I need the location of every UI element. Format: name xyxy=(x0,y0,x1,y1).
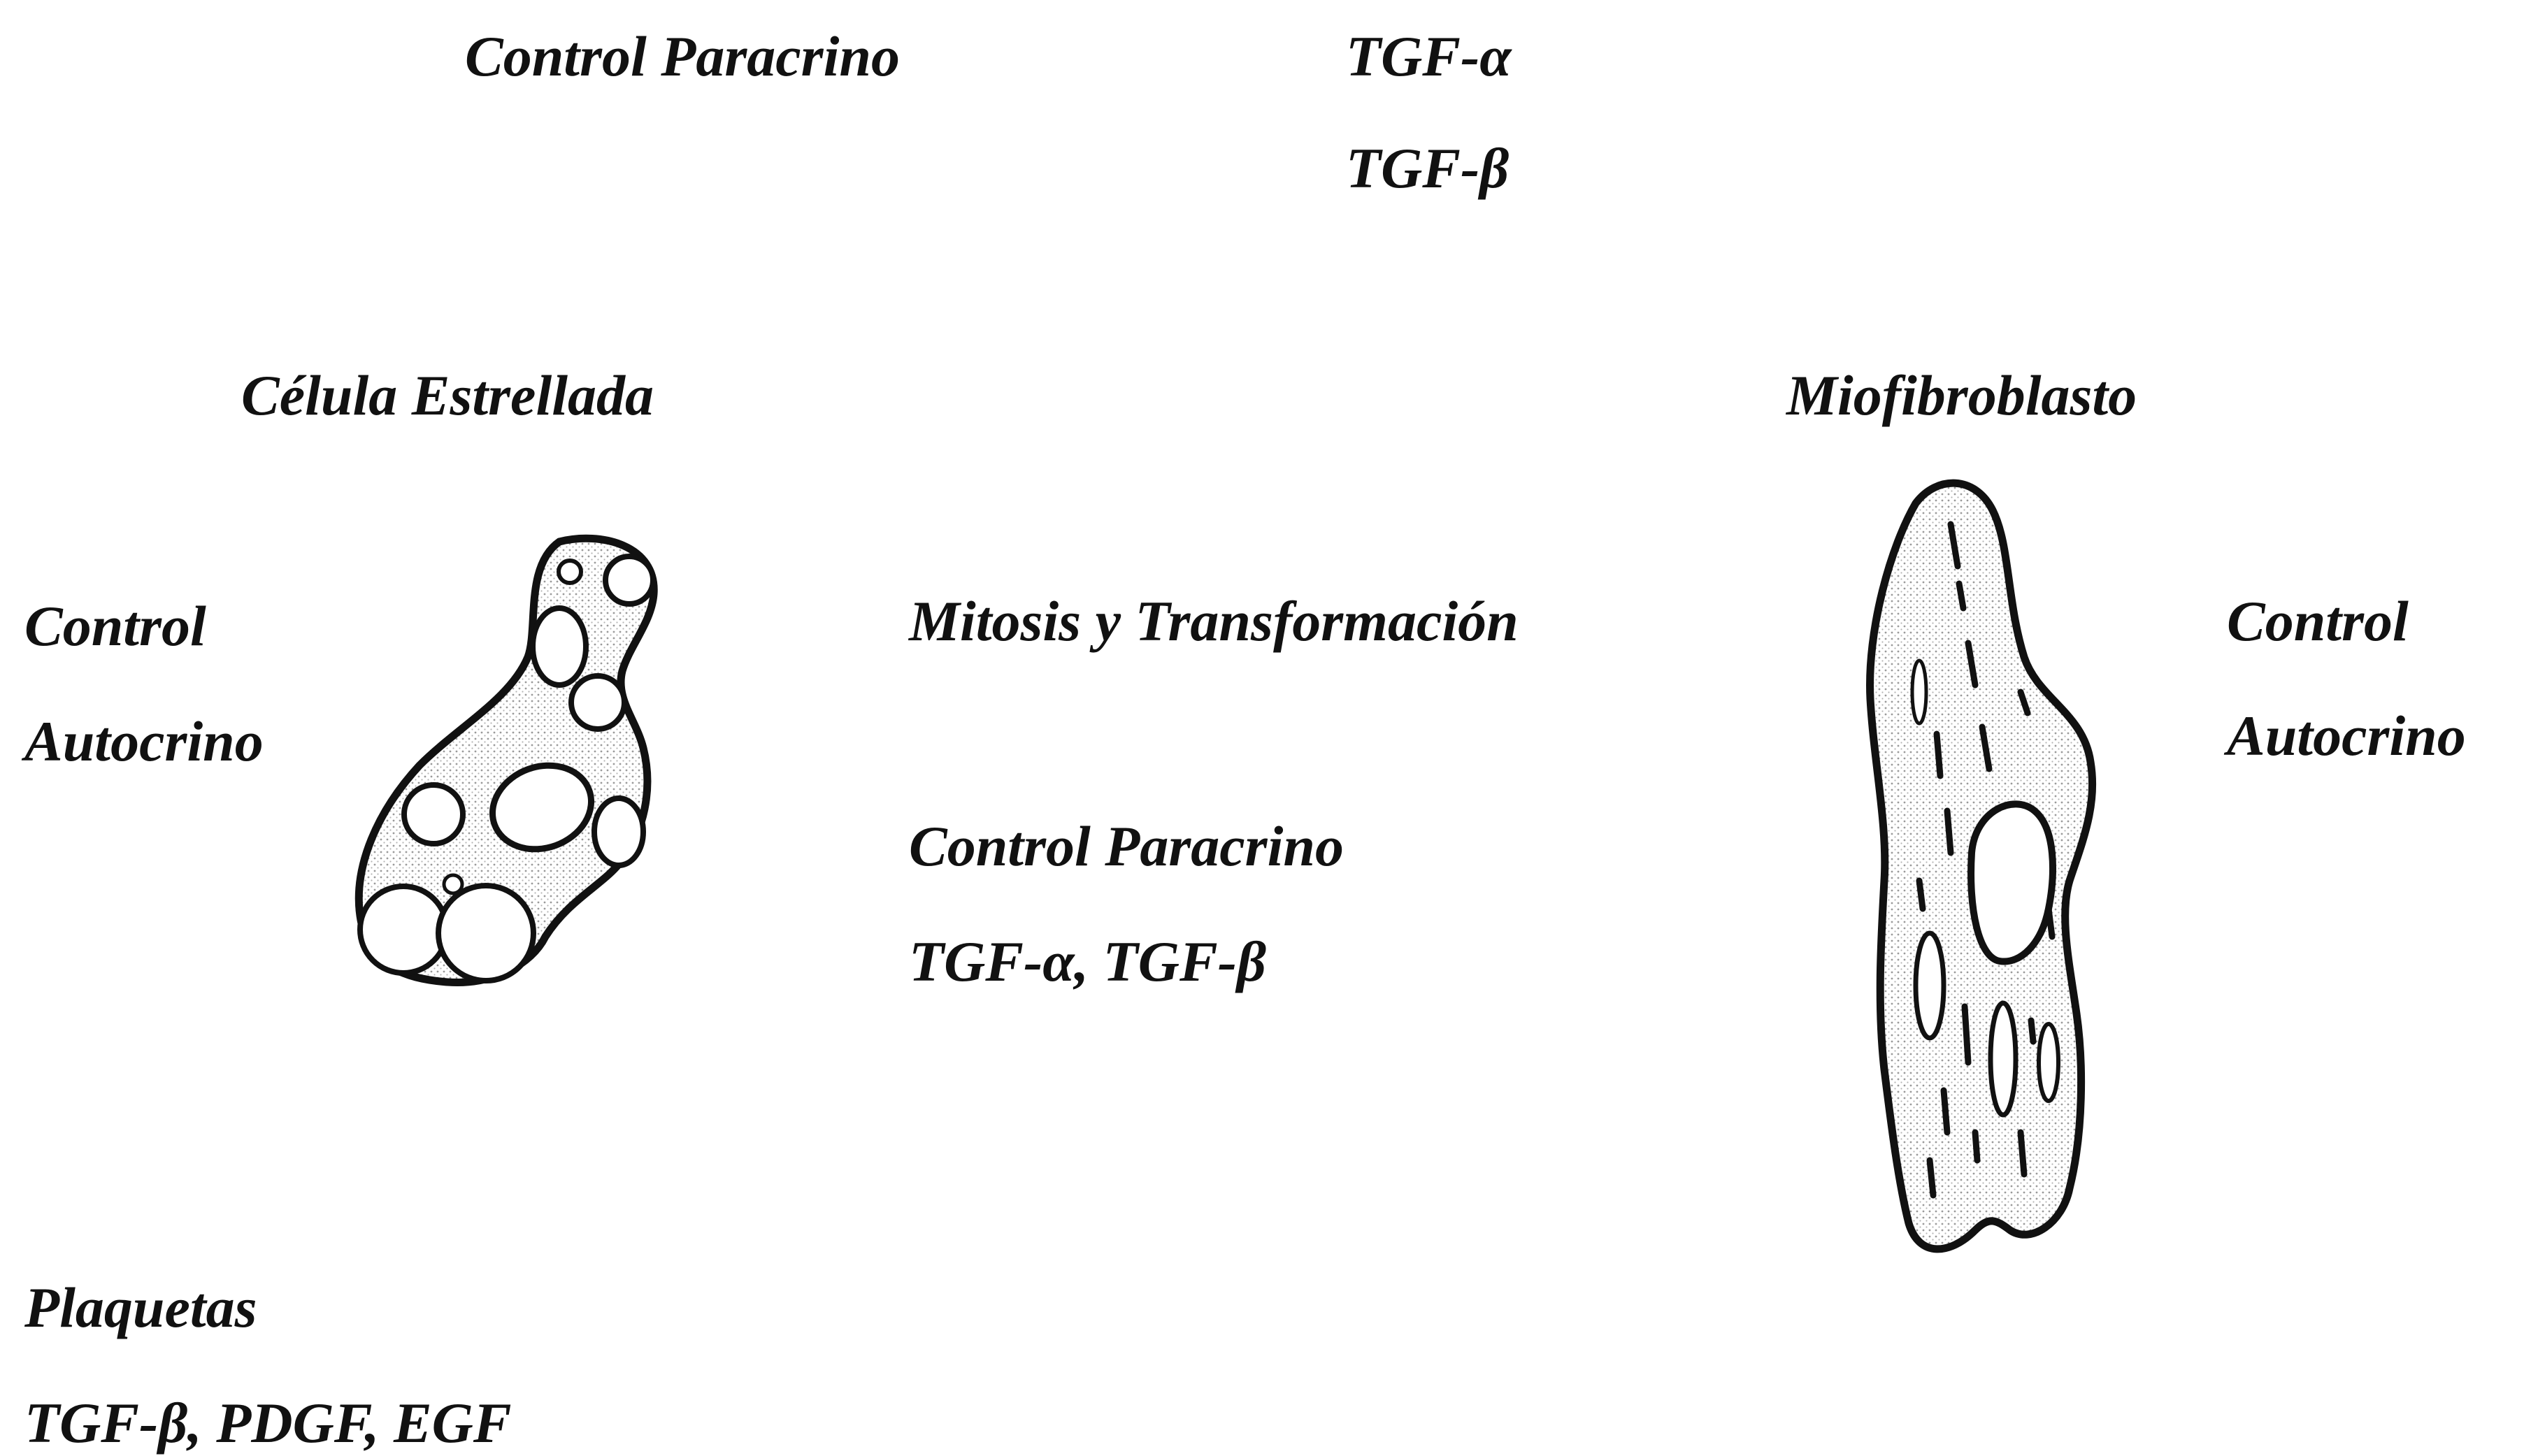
left-autocrine-label: Autocrino xyxy=(24,713,264,770)
right-autocrine-label: Autocrino xyxy=(2227,707,2466,765)
mitosis-transformation-label: Mitosis y Transformación xyxy=(909,593,1519,650)
top-paracrine-label: Control Paracrino xyxy=(465,28,900,85)
myofibroblast-title: Miofibroblasto xyxy=(1786,367,2137,424)
mid-tgf-label: TGF-α, TGF-β xyxy=(909,933,1266,990)
stellate-cell-title: Célula Estrellada xyxy=(241,367,654,424)
left-control-label: Control xyxy=(24,598,206,655)
platelet-factors-label: TGF-β, PDGF, EGF xyxy=(24,1394,512,1452)
mid-paracrine-label: Control Paracrino xyxy=(909,818,1344,875)
top-tgf-alpha-label: TGF-α xyxy=(1346,28,1512,85)
right-control-label: Control xyxy=(2227,593,2409,650)
top-tgf-beta-label: TGF-β xyxy=(1346,140,1509,197)
stellate-cell-drawing xyxy=(336,517,699,1021)
myofibroblast-nucleus xyxy=(1971,804,2053,961)
platelets-label: Plaquetas xyxy=(24,1279,257,1336)
myofibroblast-drawing xyxy=(1853,461,2174,1300)
